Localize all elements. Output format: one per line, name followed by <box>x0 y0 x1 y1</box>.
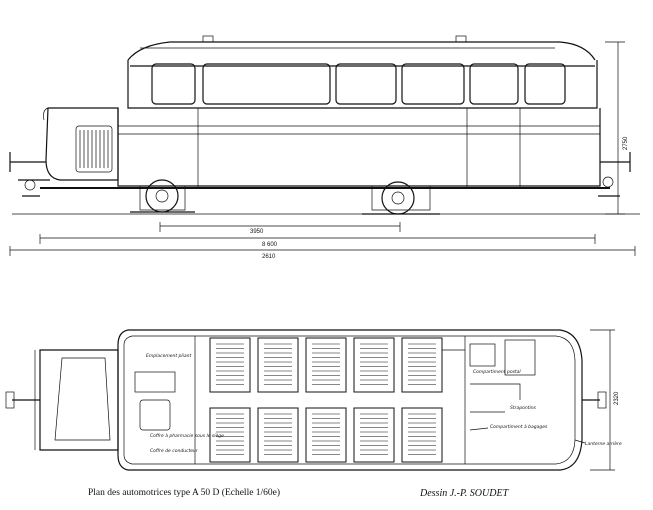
plan-annotations: Emplacement pliant Coffre à pharmacie so… <box>146 353 622 454</box>
seat <box>401 337 443 393</box>
label-lanterne-arriere: Lanterne arrière <box>585 440 622 447</box>
drawing-caption: Plan des automotrices type A 50 D (Echel… <box>88 488 281 498</box>
label-emplacement-pliant: Emplacement pliant <box>146 353 191 359</box>
plan-view <box>5 329 607 471</box>
seat <box>209 337 251 393</box>
side-dimensions: 3950 8 600 2610 2750 <box>9 41 636 260</box>
seat <box>305 407 347 463</box>
seat <box>401 407 443 463</box>
label-compartiment-bagages: Compartiment à bagages <box>490 423 548 430</box>
seat <box>209 407 251 463</box>
side-elevation <box>9 35 640 215</box>
drawing-author: Dessin J.-P. SOUDET <box>420 488 509 499</box>
dim-length-body: 8 600 <box>262 242 278 248</box>
seat <box>353 407 395 463</box>
seat <box>257 407 299 463</box>
plan-dimensions: 2320 <box>590 329 620 471</box>
rear-bogie <box>362 181 440 215</box>
front-bogie <box>130 179 195 213</box>
seat <box>353 337 395 393</box>
seat <box>257 337 299 393</box>
label-coffre-conducteur: Coffre de conducteur <box>150 448 199 454</box>
dim-height: 2750 <box>623 136 629 150</box>
label-coffre-pharmacie: Coffre à pharmacie sous le siège <box>150 432 224 439</box>
passenger-seats <box>209 337 443 463</box>
hood-vents <box>75 125 113 173</box>
seat <box>305 337 347 393</box>
dim-length-total: 2610 <box>262 254 276 260</box>
dim-wheelbase: 3950 <box>250 229 264 235</box>
dim-width: 2320 <box>614 391 620 405</box>
label-compartiment-postal: Compartiment postal <box>473 369 521 375</box>
label-strapontins: Strapontins <box>510 405 537 411</box>
